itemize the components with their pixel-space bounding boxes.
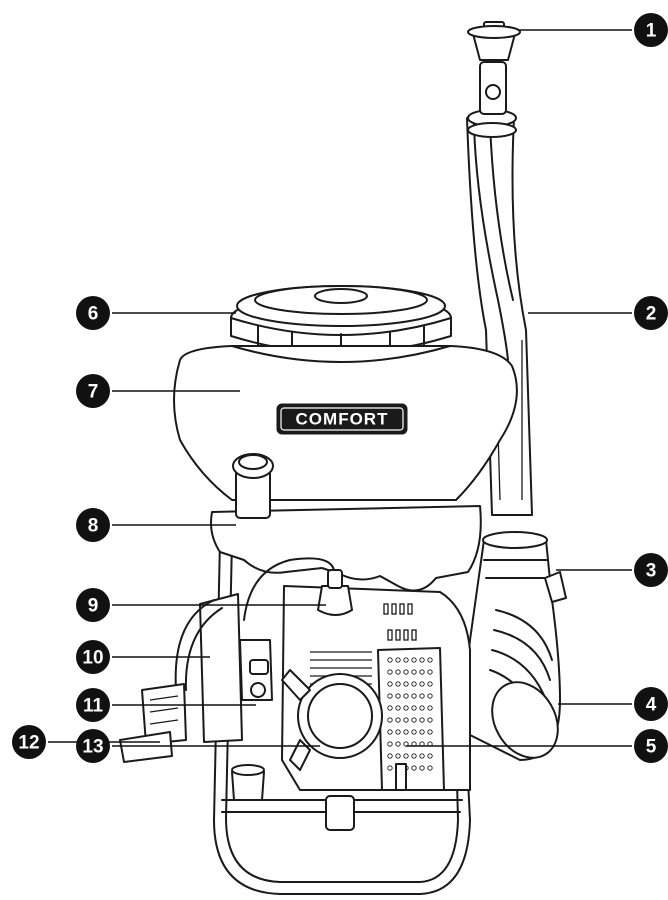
fuel-tank xyxy=(210,453,482,592)
callout-2-label: 2 xyxy=(646,304,657,325)
callout-2: 2 xyxy=(634,296,668,330)
guard-perforations xyxy=(387,657,433,771)
callout-3-label: 3 xyxy=(646,561,657,582)
callout-4: 4 xyxy=(634,687,668,721)
callout-7: 7 xyxy=(76,374,110,408)
callout-12: 12 xyxy=(12,725,46,759)
callout-8: 8 xyxy=(76,508,110,542)
callout-13-label: 13 xyxy=(82,737,103,758)
callout-6-label: 6 xyxy=(88,304,99,325)
callout-5-label: 5 xyxy=(646,737,657,758)
throttle-lever xyxy=(119,683,187,763)
callout-1-label: 1 xyxy=(646,21,657,42)
callout-5: 5 xyxy=(634,729,668,763)
callout-13: 13 xyxy=(76,729,110,763)
callout-4-label: 4 xyxy=(646,695,657,716)
callout-11-label: 11 xyxy=(83,696,104,717)
callout-10: 10 xyxy=(76,640,110,674)
callout-12-label: 12 xyxy=(18,733,39,754)
discharge-tube xyxy=(466,21,533,516)
leader-lines xyxy=(48,29,632,747)
callout-1: 1 xyxy=(634,13,668,47)
starter-handle xyxy=(395,763,407,791)
engine xyxy=(281,585,471,791)
recoil-starter xyxy=(231,669,383,831)
callout-6: 6 xyxy=(76,296,110,330)
brand-logo: COMFORT xyxy=(276,403,408,435)
carburetor xyxy=(174,593,273,743)
callout-10-label: 10 xyxy=(82,648,103,669)
brand-logo-text: COMFORT xyxy=(296,410,389,429)
blower-elbow xyxy=(459,531,567,761)
callout-9-label: 9 xyxy=(88,596,99,617)
callout-3: 3 xyxy=(634,553,668,587)
callout-7-label: 7 xyxy=(88,382,99,403)
spark-plug-cap xyxy=(243,557,353,621)
vent-slots xyxy=(383,603,417,641)
callout-9: 9 xyxy=(76,588,110,622)
callout-8-label: 8 xyxy=(88,516,99,537)
callout-11: 11 xyxy=(76,688,110,722)
